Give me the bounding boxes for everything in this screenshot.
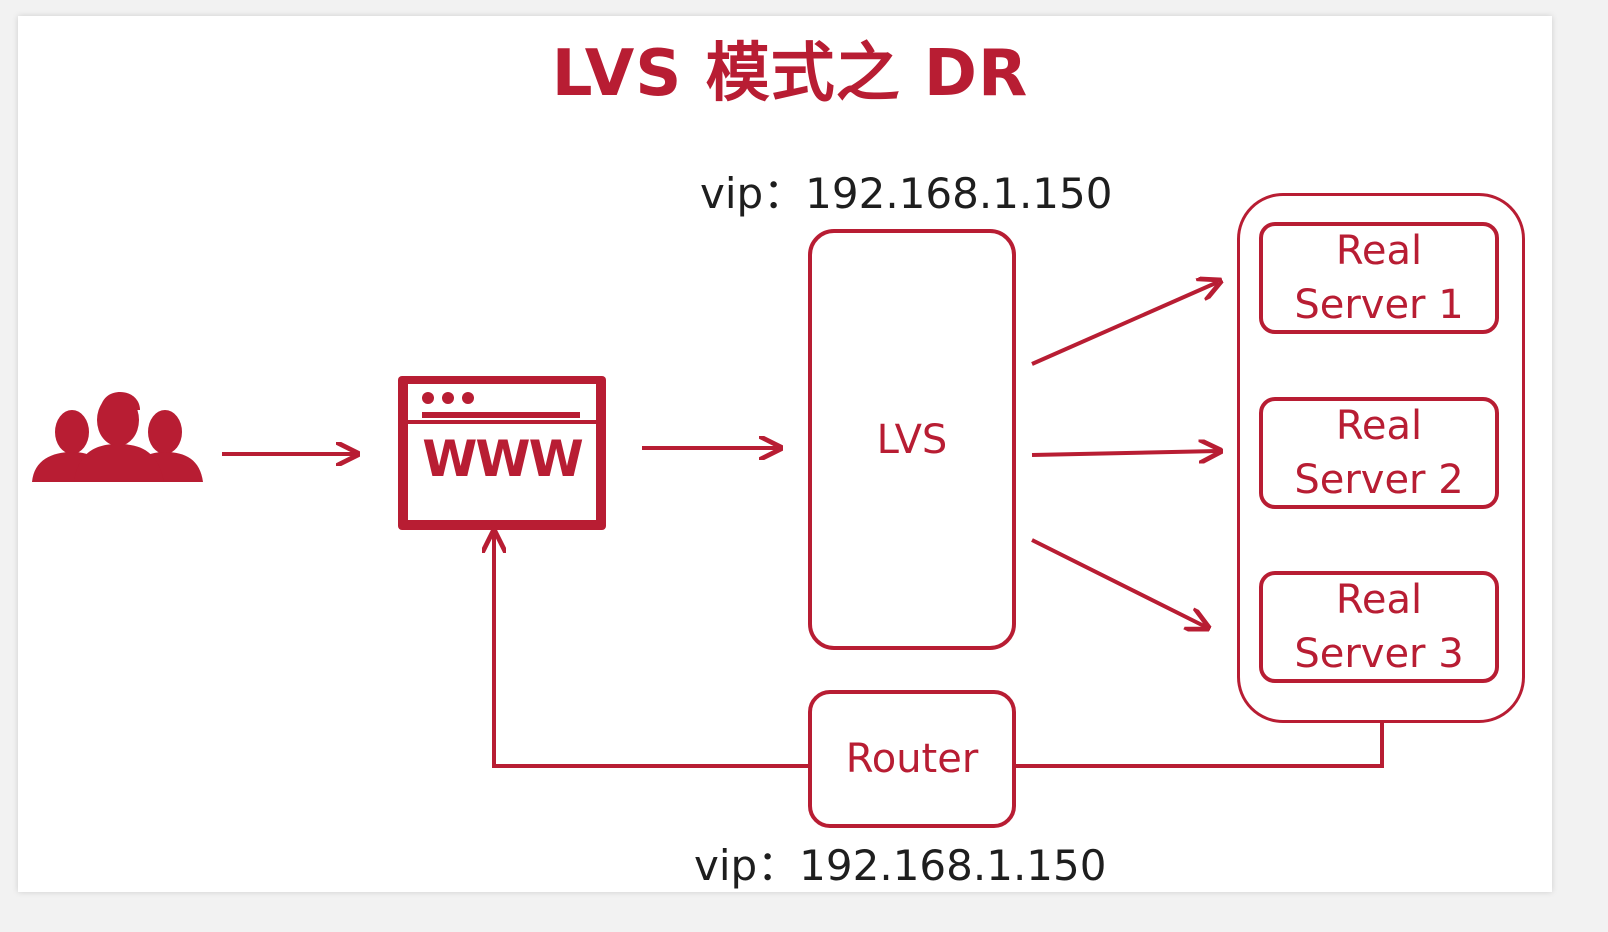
browser-content: WWW [408, 424, 596, 520]
router-label: Router [845, 736, 979, 782]
browser-address-bar [422, 412, 580, 418]
real-server-2: Real Server 2 [1259, 397, 1499, 509]
arrow-lvs-to-rs2 [1031, 451, 1218, 455]
lvs-node: LVS [808, 229, 1016, 650]
real-server-label: Real Server 1 [1294, 228, 1464, 328]
real-server-label: Real Server 2 [1294, 403, 1464, 503]
arrow-lvs-to-rs1 [1031, 282, 1218, 366]
vip-label-bottom: vip：192.168.1.150 [694, 841, 1107, 890]
vip-label-top: vip：192.168.1.150 [700, 169, 1113, 218]
www-browser-icon: WWW [398, 376, 606, 530]
browser-dot-icon [462, 392, 474, 404]
return-line-rs-to-router [1016, 722, 1384, 768]
browser-dot-icon [422, 392, 434, 404]
browser-header [408, 384, 596, 420]
return-line-router-to-www [494, 534, 810, 768]
router-node: Router [808, 690, 1016, 828]
real-server-1: Real Server 1 [1259, 222, 1499, 334]
users-icon [32, 392, 203, 482]
arrow-lvs-to-rs3 [1031, 538, 1206, 627]
www-label: WWW [422, 430, 583, 488]
lvs-label: LVS [876, 416, 948, 463]
browser-dot-icon [442, 392, 454, 404]
page-title: LVS 模式之 DR [551, 37, 1029, 111]
real-server-label: Real Server 3 [1294, 577, 1464, 677]
real-server-3: Real Server 3 [1259, 571, 1499, 683]
